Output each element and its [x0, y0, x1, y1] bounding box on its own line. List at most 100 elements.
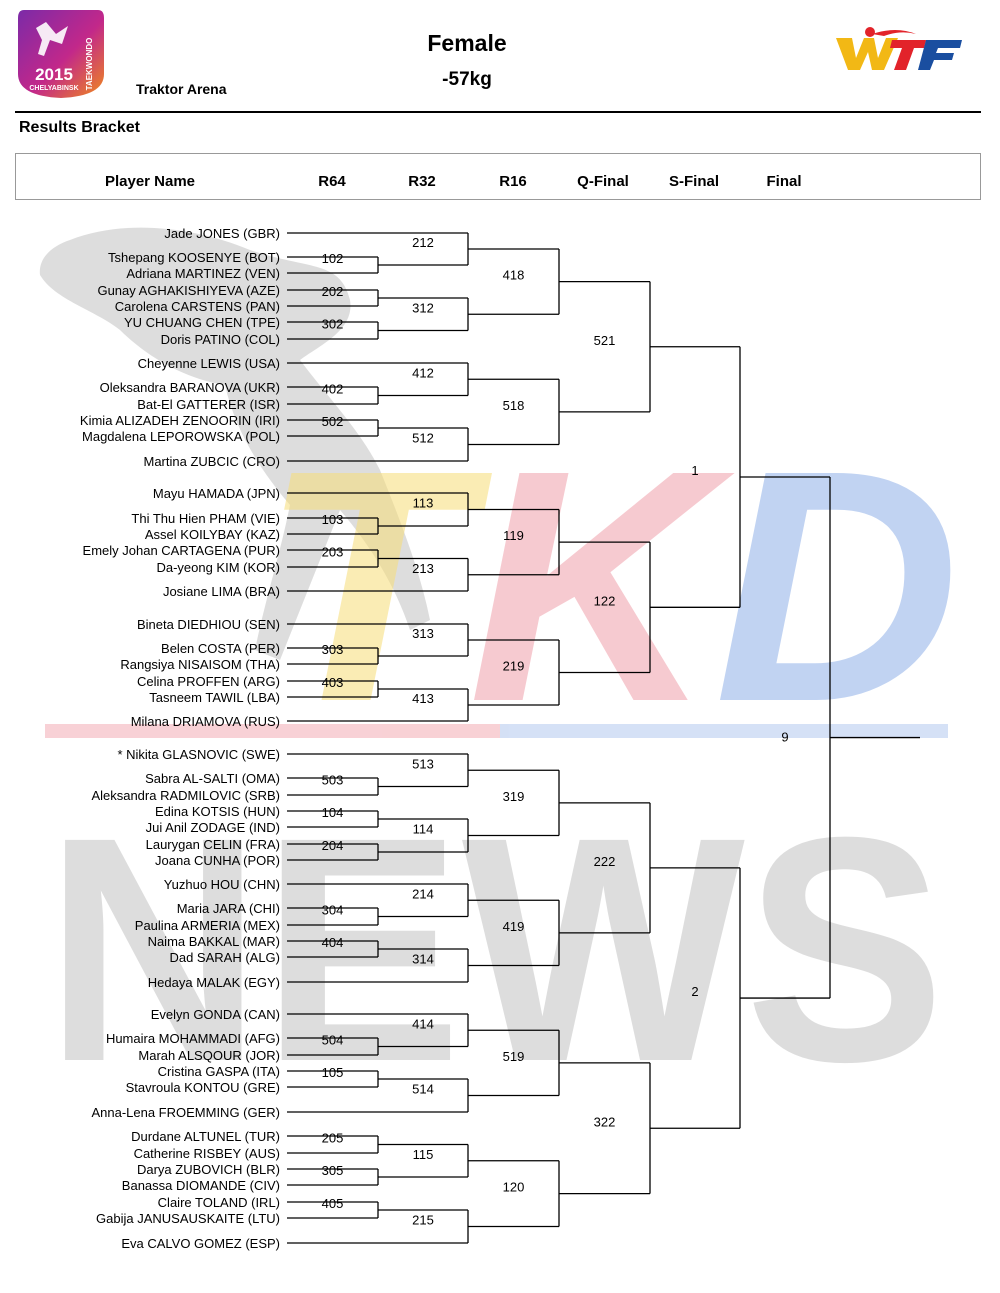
player-name: Cheyenne LEWIS (USA): [138, 356, 280, 371]
player-name: Tshepang KOOSENYE (BOT): [108, 250, 280, 265]
match-number-qf: 521: [594, 333, 616, 348]
match-number-r16: 518: [503, 398, 525, 413]
player-name: Marah ALSQOUR (JOR): [138, 1048, 280, 1063]
col-header-final: Final: [766, 173, 802, 190]
match-number-r64: 402: [322, 382, 344, 397]
match-number-r32: 413: [412, 691, 434, 706]
match-number-r16: 319: [503, 789, 525, 804]
match-number-r32: 412: [412, 365, 434, 380]
match-number-r32: 213: [412, 561, 434, 576]
player-name: Dad SARAH (ALG): [169, 950, 280, 965]
match-number-r32: 115: [413, 1147, 434, 1162]
player-name: Banassa DIOMANDE (CIV): [122, 1178, 280, 1193]
player-name: Cristina GASPA (ITA): [158, 1064, 280, 1079]
match-number-r32: 114: [413, 822, 434, 837]
player-name: Emely Johan CARTAGENA (PUR): [83, 543, 280, 558]
match-number-r32: 514: [412, 1082, 434, 1097]
player-name: Hedaya MALAK (EGY): [148, 975, 280, 990]
player-name: Eva CALVO GOMEZ (ESP): [121, 1236, 280, 1251]
svg-text:2015: 2015: [35, 65, 73, 84]
player-name: Jui Anil ZODAGE (IND): [146, 820, 280, 835]
player-name: Sabra AL-SALTI (OMA): [145, 771, 280, 786]
match-number-sf: 2: [691, 984, 698, 999]
player-name: Belen COSTA (PER): [161, 641, 280, 656]
tkd-watermark-text: TKD: [260, 401, 960, 770]
player-name: Catherine RISBEY (AUS): [134, 1146, 280, 1161]
venue-label: Traktor Arena: [136, 81, 227, 97]
match-number-r32: 215: [412, 1213, 434, 1228]
player-name: Gunay AGHAKISHIYEVA (AZE): [97, 283, 280, 298]
col-header-qf: Q-Final: [577, 173, 629, 190]
player-name: Magdalena LEPOROWSKA (POL): [82, 429, 280, 444]
player-name: Assel KOILYBAY (KAZ): [145, 527, 280, 542]
player-name: Tasneem TAWIL (LBA): [149, 690, 280, 705]
wtf-logo: [836, 27, 962, 70]
match-number-r16: 120: [503, 1180, 525, 1195]
player-name: Adriana MARTINEZ (VEN): [126, 266, 280, 281]
header-divider: [15, 111, 981, 113]
player-name: Yuzhuo HOU (CHN): [164, 877, 280, 892]
match-number-r64: 202: [322, 284, 344, 299]
match-number-r32: 313: [412, 626, 434, 641]
match-number-r64: 504: [322, 1033, 344, 1048]
match-number-r64: 303: [322, 642, 344, 657]
match-number-r64: 302: [322, 317, 344, 332]
match-number-r64: 404: [322, 935, 344, 950]
player-name: Humaira MOHAMMADI (AFG): [106, 1031, 280, 1046]
player-name: Stavroula KONTOU (GRE): [126, 1080, 280, 1095]
player-name: Claire TOLAND (IRL): [158, 1195, 280, 1210]
player-name: Joana CUNHA (POR): [155, 853, 280, 868]
player-name: * Nikita GLASNOVIC (SWE): [117, 747, 280, 762]
match-number-r64: 203: [322, 545, 344, 560]
player-name: Milana DRIAMOVA (RUS): [131, 714, 280, 729]
watermark-stripe: [45, 724, 948, 738]
match-number-sf: 1: [691, 463, 698, 478]
match-number-r16: 219: [503, 659, 525, 674]
col-header-r32: R32: [408, 173, 436, 190]
player-name: Gabija JANUSAUSKAITE (LTU): [96, 1211, 280, 1226]
player-name: Rangsiya NISAISOM (THA): [120, 657, 280, 672]
player-name: Da-yeong KIM (KOR): [156, 560, 280, 575]
match-number-r16: 419: [503, 919, 525, 934]
section-title: Results Bracket: [19, 119, 140, 136]
player-name: Bineta DIEDHIOU (SEN): [137, 617, 280, 632]
match-number-r32: 113: [413, 496, 434, 511]
match-number-r32: 214: [412, 886, 434, 901]
match-number-r32: 314: [412, 952, 434, 967]
match-number-r64: 503: [322, 773, 344, 788]
player-name: Bat-El GATTERER (ISR): [137, 397, 280, 412]
player-name: Martina ZUBCIC (CRO): [143, 454, 280, 469]
match-number-final: 9: [781, 730, 788, 745]
player-name: Carolena CARSTENS (PAN): [115, 299, 280, 314]
match-number-r64: 204: [322, 838, 344, 853]
match-number-r32: 414: [412, 1016, 434, 1031]
match-number-r64: 105: [322, 1065, 344, 1080]
column-header-bar: [15, 153, 981, 200]
player-name: Edina KOTSIS (HUN): [155, 804, 280, 819]
player-name: Anna-Lena FROEMMING (GER): [91, 1105, 280, 1120]
match-number-r64: 502: [322, 414, 344, 429]
match-number-r64: 403: [322, 675, 344, 690]
player-name: Darya ZUBOVICH (BLR): [137, 1162, 280, 1177]
player-name: Aleksandra RADMILOVIC (SRB): [91, 788, 280, 803]
svg-text:TAEKWONDO: TAEKWONDO: [85, 38, 94, 91]
player-name: YU CHUANG CHEN (TPE): [124, 315, 280, 330]
player-name: Josiane LIMA (BRA): [163, 584, 280, 599]
match-number-r32: 512: [412, 431, 434, 446]
player-name: Durdane ALTUNEL (TUR): [131, 1129, 280, 1144]
championship-logo: 2015 CHELYABINSK TAEKWONDO: [18, 10, 104, 98]
news-watermark-text: NEWS: [45, 770, 945, 1128]
player-name: Laurygan CELIN (FRA): [146, 837, 280, 852]
match-number-r64: 304: [322, 903, 344, 918]
col-header-r16: R16: [499, 173, 527, 190]
match-number-r64: 305: [322, 1163, 344, 1178]
match-number-r32: 312: [412, 300, 434, 315]
player-name: Thi Thu Hien PHAM (VIE): [131, 511, 280, 526]
match-number-r64: 102: [322, 251, 344, 266]
match-number-r64: 103: [322, 512, 344, 527]
player-name: Jade JONES (GBR): [164, 226, 280, 241]
match-number-r16: 519: [503, 1049, 525, 1064]
player-name: Naima BAKKAL (MAR): [148, 934, 280, 949]
